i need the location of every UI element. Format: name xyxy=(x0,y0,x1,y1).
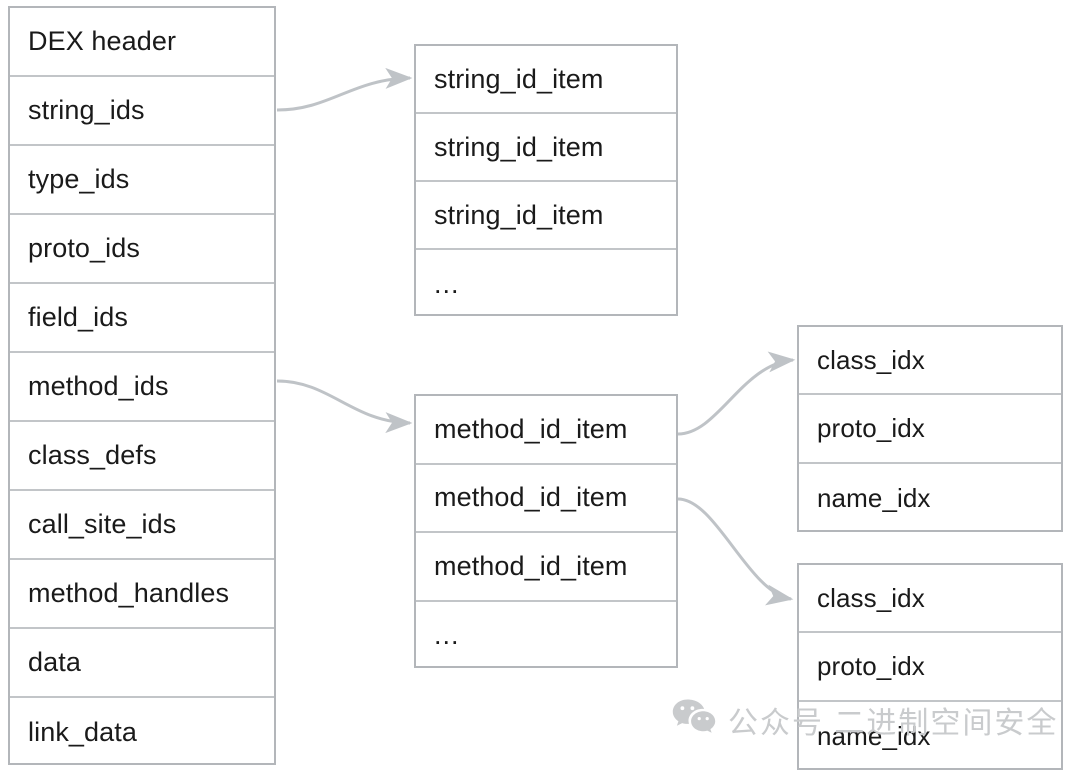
dex-section-row: DEX header xyxy=(10,8,274,77)
dex-section-row: link_data xyxy=(28,717,137,747)
dex-section-row: method_handles xyxy=(10,560,274,629)
watermark-text: 公众号 二进制空间安全 xyxy=(728,707,1059,740)
method-id-list-box: method_id_item method_id_item method_id_… xyxy=(414,394,678,668)
string-id-item-ellipsis-row: ... xyxy=(434,268,460,299)
method-id-detail-box-1: class_idx proto_idx name_idx xyxy=(797,325,1063,532)
string-id-item-row: string_id_item xyxy=(416,182,676,250)
method-id-item-row: method_id_item xyxy=(416,396,676,465)
dex-section-row: field_ids xyxy=(10,284,274,353)
method-id-field-row: class_idx xyxy=(799,327,1061,396)
method-id-item-row: method_id_item xyxy=(416,465,676,533)
method-id-item-row: method_id_item xyxy=(416,533,676,602)
arrow-method-ids-to-method-id-list xyxy=(276,379,413,434)
string-id-item-row: string_id_item xyxy=(416,114,676,182)
string-id-item-row: string_id_item xyxy=(416,46,676,114)
dex-section-row: proto_ids xyxy=(10,215,274,284)
arrow-method-id-item-2-to-detail-2 xyxy=(677,497,794,606)
method-id-field-row: name_idx xyxy=(817,720,931,751)
method-id-field-row: proto_idx xyxy=(799,395,1061,464)
dex-structure-box: DEX header string_ids type_ids proto_ids… xyxy=(8,6,276,765)
method-id-field-row: class_idx xyxy=(799,565,1061,634)
dex-section-row: method_ids xyxy=(10,353,274,422)
dex-section-row: data xyxy=(10,629,274,698)
string-id-list-box: string_id_item string_id_item string_id_… xyxy=(414,44,678,316)
dex-section-row: string_ids xyxy=(10,77,274,146)
arrow-method-id-item-1-to-detail-1 xyxy=(677,351,796,436)
method-id-field-row: proto_idx xyxy=(799,633,1061,702)
dex-section-row: class_defs xyxy=(10,422,274,491)
arrow-string-ids-to-string-id-list xyxy=(276,67,413,112)
method-id-detail-box-2: class_idx proto_idx name_idx xyxy=(797,563,1063,770)
dex-section-row: type_ids xyxy=(10,146,274,215)
wechat-icon xyxy=(672,698,716,742)
dex-section-row: call_site_ids xyxy=(10,491,274,560)
method-id-item-ellipsis-row: ... xyxy=(434,620,460,651)
watermark: 公众号 二进制空间安全 xyxy=(672,698,1058,742)
method-id-field-row: name_idx xyxy=(817,482,931,513)
